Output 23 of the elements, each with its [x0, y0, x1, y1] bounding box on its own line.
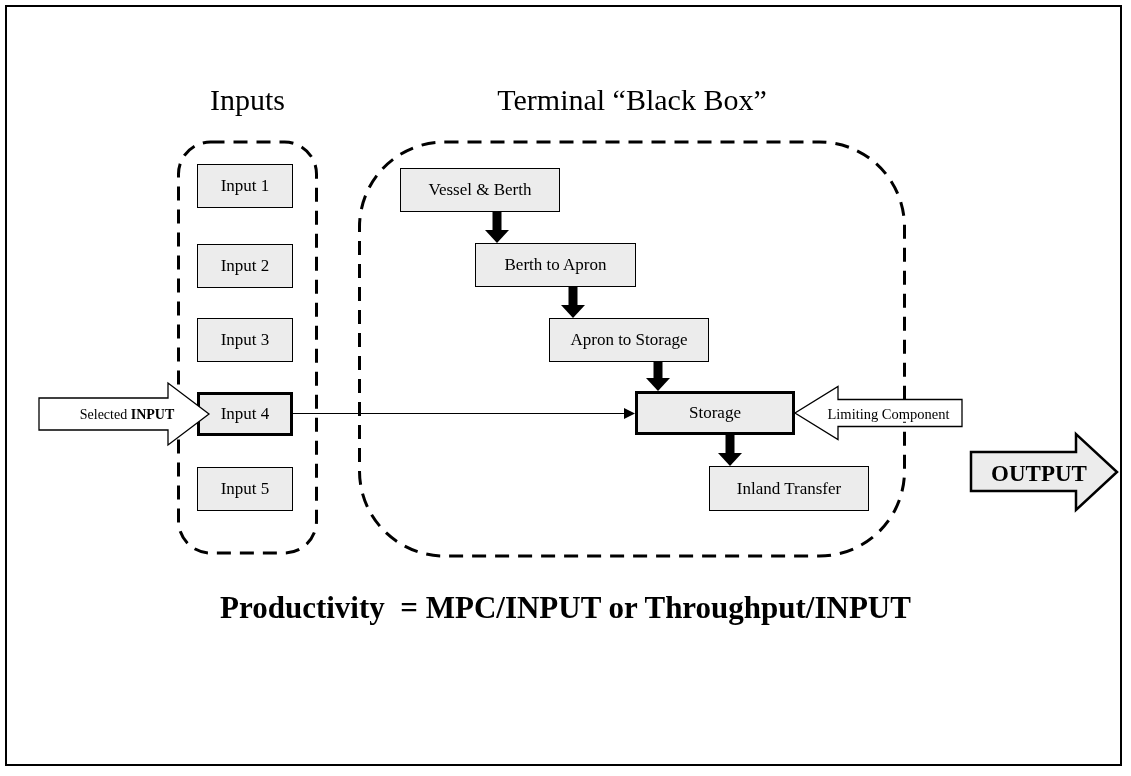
arrow: [292, 408, 635, 419]
arrow: [718, 435, 742, 466]
process-box: Input 4: [197, 392, 293, 436]
block-arrow: [970, 433, 1118, 511]
process-box: Apron to Storage: [549, 318, 709, 362]
process-box: Inland Transfer: [709, 466, 869, 511]
process-box: Input 2: [197, 244, 293, 288]
process-box: Input 1: [197, 164, 293, 208]
process-box: Input 3: [197, 318, 293, 362]
block-arrow: [38, 382, 210, 446]
group-heading: Inputs: [210, 82, 285, 118]
arrow: [646, 362, 670, 391]
arrow-label: OUTPUT: [991, 461, 1087, 485]
process-box: Input 5: [197, 467, 293, 511]
arrow: [561, 287, 585, 318]
formula-text: Productivity = MPC/INPUT or Throughput/INPUT: [220, 590, 911, 625]
group-heading: Terminal “Black Box”: [497, 82, 767, 118]
edge-label: Limiting Component: [827, 406, 950, 422]
arrow: [485, 212, 509, 243]
process-box: Storage: [635, 391, 795, 435]
arrow-label: Selected INPUT: [79, 408, 175, 422]
process-box: Berth to Apron: [475, 243, 636, 287]
process-box: Vessel & Berth: [400, 168, 560, 212]
